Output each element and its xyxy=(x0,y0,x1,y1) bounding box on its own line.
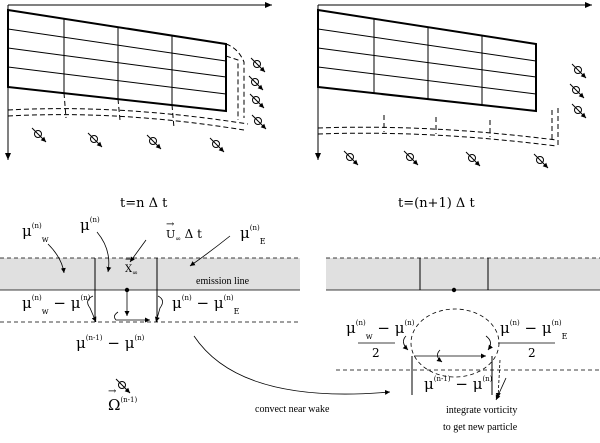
vortex-particle-icon xyxy=(248,75,264,91)
get-new-particle-label: to get new particle xyxy=(443,422,518,433)
vortex-particle-icon xyxy=(571,103,587,119)
wing-lattice-outline xyxy=(7,8,227,113)
wing-lattice-grid xyxy=(317,19,537,105)
vortex-particle-icon xyxy=(465,151,481,167)
vortex-particle-icon xyxy=(31,127,47,143)
half-sum-left-denominator: 2 xyxy=(372,346,380,360)
convect-arrow xyxy=(193,335,391,395)
wing-wake-panel-left xyxy=(5,2,272,160)
vortex-particle-icon xyxy=(250,57,266,73)
wing-minus-edge-label: μ(n) − μ(n)E xyxy=(172,294,240,316)
vortex-particle-icon xyxy=(343,150,359,166)
vortex-particle-icon xyxy=(403,150,419,166)
vortex-particle-icon xyxy=(571,63,587,79)
wing-wake-panel-right xyxy=(315,2,592,169)
vortex-particle-icon xyxy=(569,83,585,99)
vortex-particle-icon xyxy=(87,132,103,148)
vortex-particle-icon xyxy=(251,114,267,130)
half-sum-right-denominator: 2 xyxy=(528,346,536,360)
near-wake-panels xyxy=(7,43,249,131)
integrate-vorticity-label: integrate vorticity xyxy=(446,405,518,416)
wing-lattice-outline xyxy=(317,8,537,113)
half-sum-left-numerator: μ(n)w − μ(n) xyxy=(346,319,415,341)
wake-minus-wing-label: μ(n)w − μ(n) xyxy=(22,294,91,316)
near-wake-panels xyxy=(317,108,559,147)
time-caption-right: t=(n+1) Δ t xyxy=(398,196,475,211)
time-difference-label: μ(n-1) − μ(n) xyxy=(76,334,145,352)
half-sum-right-numerator: μ(n) − μ(n)E xyxy=(500,319,568,341)
time-caption-left: t=n Δ t xyxy=(120,196,168,211)
new-particle-region xyxy=(410,308,500,378)
convect-near-wake-label: convect near wake xyxy=(255,404,330,415)
vortex-particle-icon xyxy=(209,137,225,153)
mu-edge-label: μ(n)E xyxy=(240,224,266,246)
x-infinity-label: →X∞ xyxy=(125,255,138,277)
emission-strip-left xyxy=(0,231,391,395)
wake-particles xyxy=(343,63,587,169)
vortex-particle-icon xyxy=(249,93,265,109)
emission-strip-right xyxy=(326,257,600,401)
vortex-particle-icon xyxy=(115,378,131,394)
u-infinity-delta-t-label: → U∞ Δ t xyxy=(166,219,202,244)
vortex-particle-icon xyxy=(533,153,549,169)
emission-line-label: emission line xyxy=(196,276,250,287)
wake-particles xyxy=(31,57,267,153)
omega-label: →Ω(n-1) xyxy=(108,386,138,414)
time-difference-label-right: μ(n-1) − μ(n) xyxy=(424,375,493,393)
vortex-particle-icon xyxy=(146,134,162,150)
mu-wing-label: μ(n) xyxy=(80,216,100,234)
wing-lattice-grid xyxy=(7,19,227,105)
mu-wake-label: μ(n)w xyxy=(22,222,49,244)
